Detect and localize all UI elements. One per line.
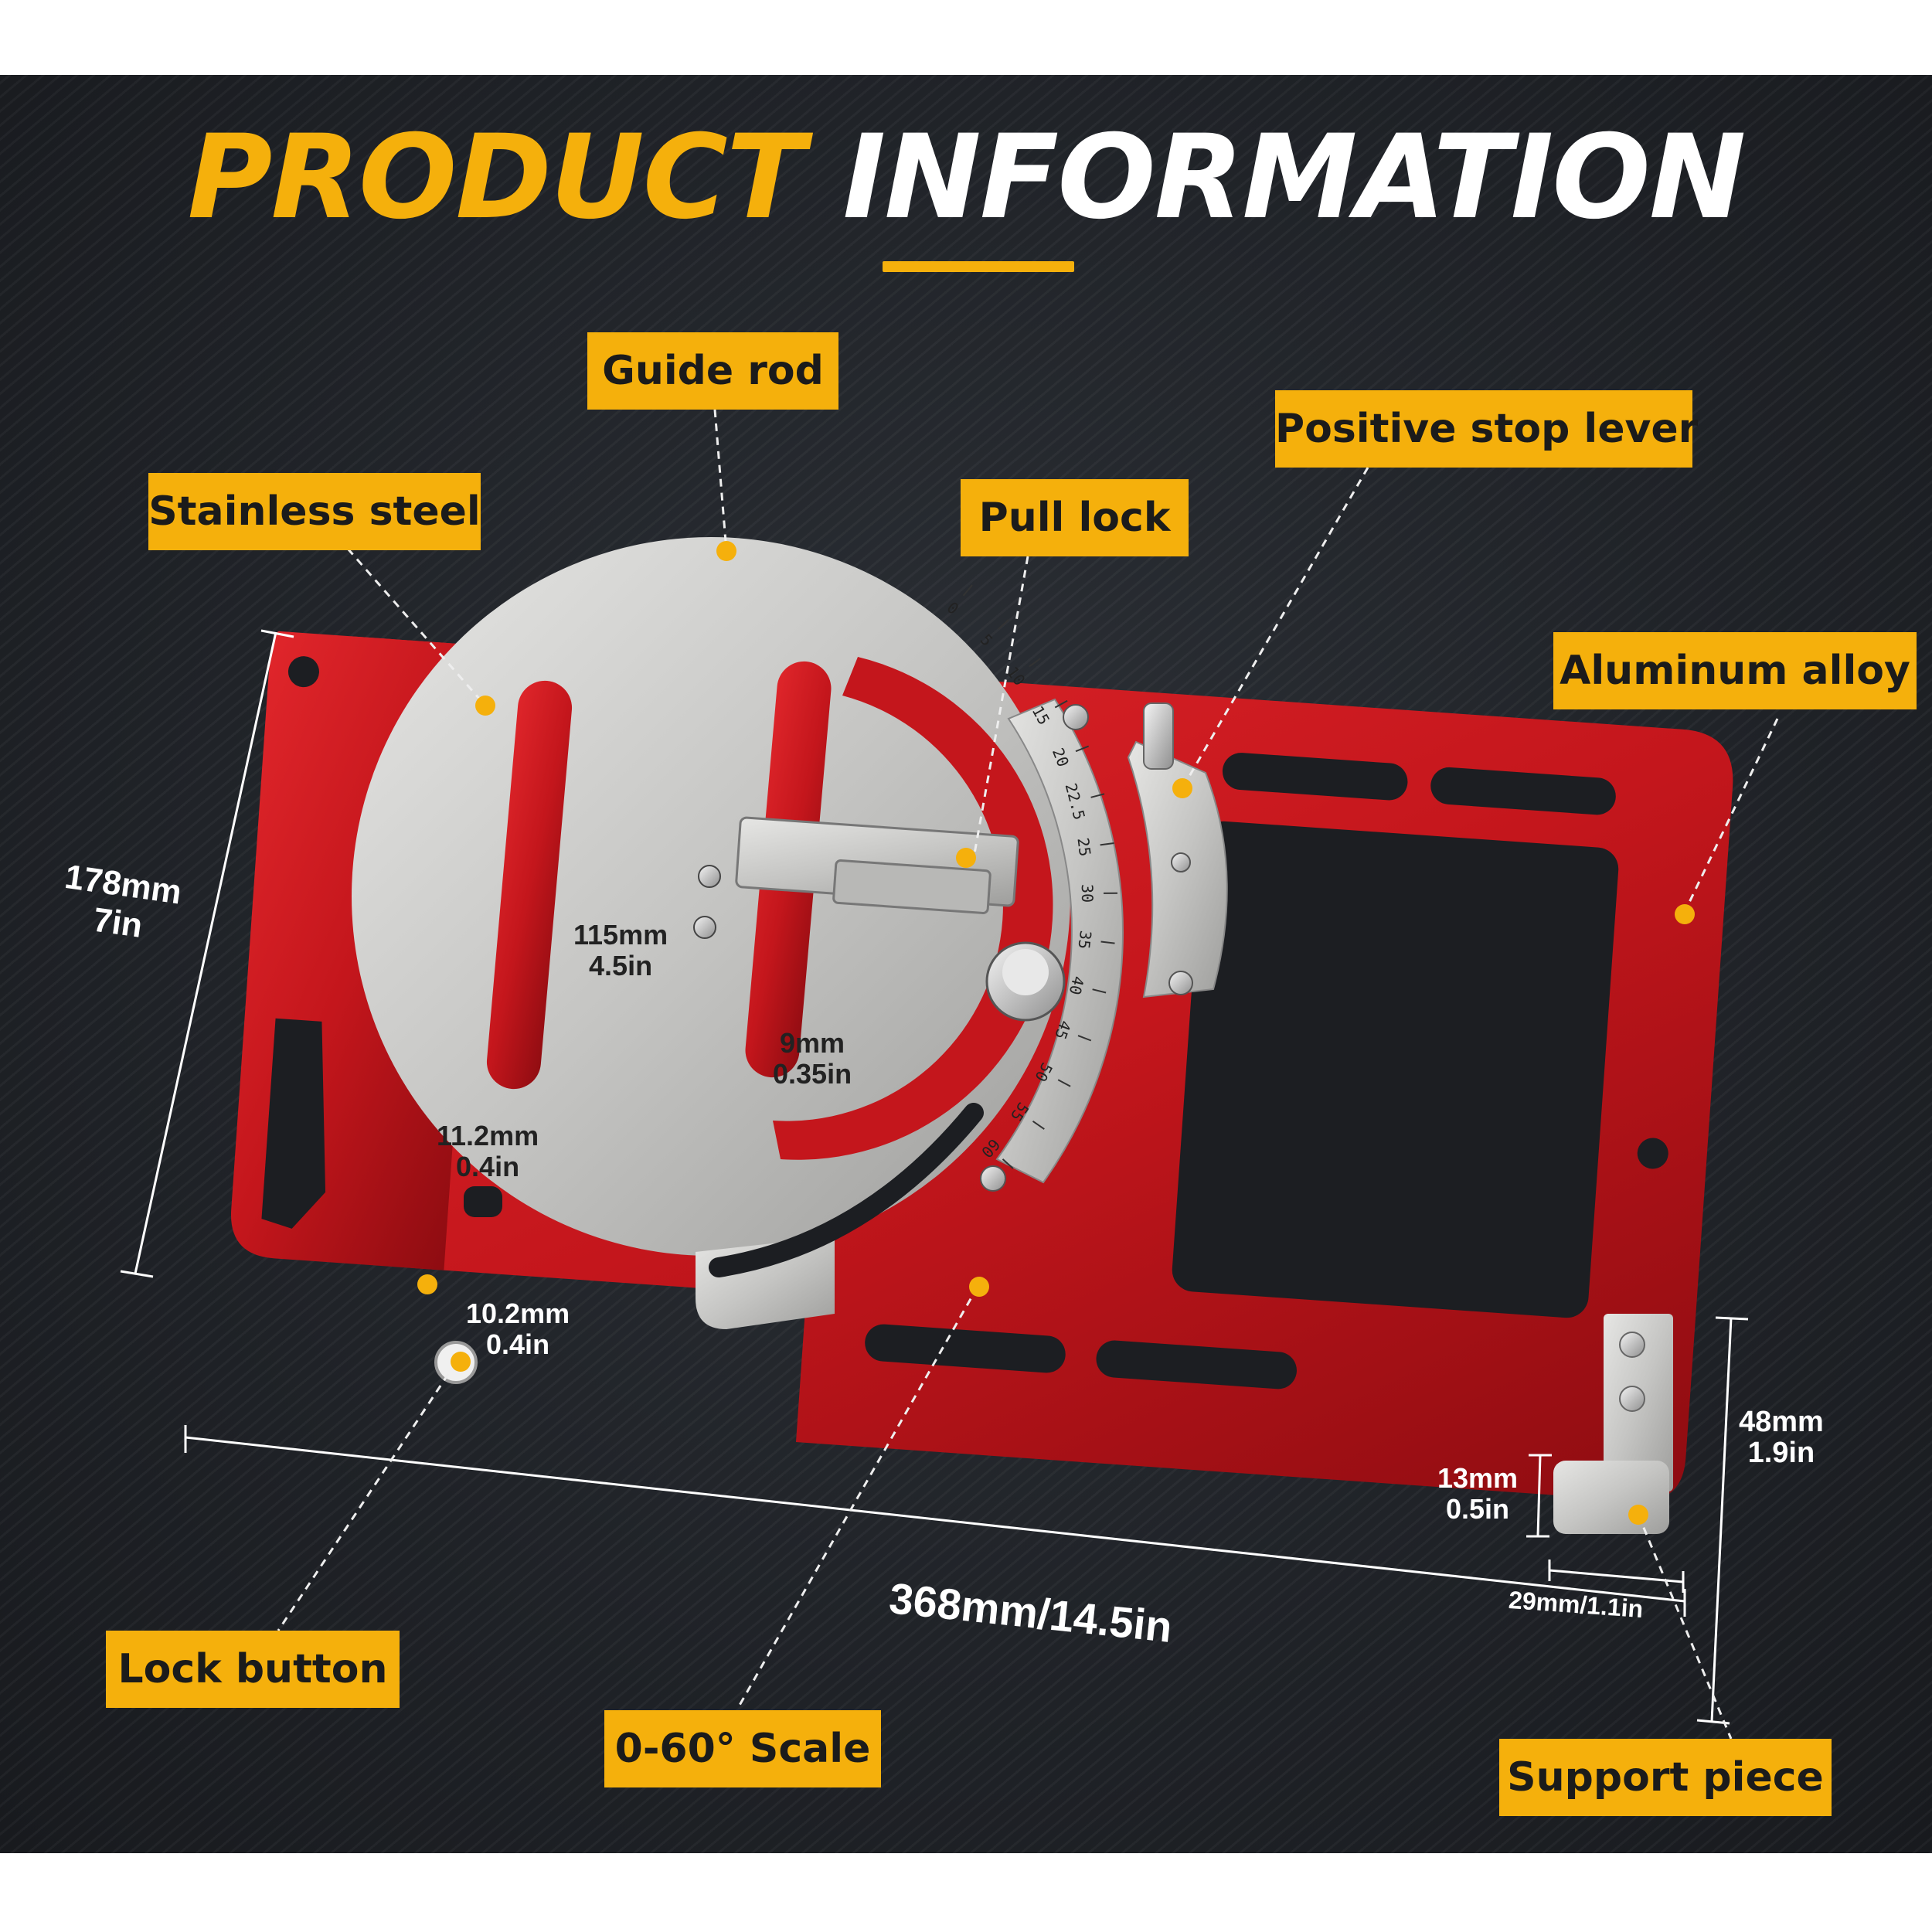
title-underline: [883, 261, 1074, 272]
scale-tick-label: 5: [977, 631, 997, 650]
callout-pull-lock: Pull lock: [961, 479, 1189, 556]
scale-tick-mark: [1077, 1035, 1092, 1042]
dot-stainless-steel: [475, 696, 495, 716]
scale-tick-mark: [1090, 793, 1105, 798]
dim-hook: 10.2mm 0.4in: [466, 1298, 570, 1360]
scale-tick-mark: [1002, 1158, 1014, 1169]
scale-tick-mark: [1100, 842, 1114, 846]
dot-aluminum-alloy: [1675, 904, 1695, 924]
callout-aluminum-alloy: Aluminum alloy: [1553, 632, 1917, 709]
scale-tick-label: 0: [944, 598, 963, 618]
frame-slot: [1096, 1340, 1297, 1389]
callout-support-piece: Support piece: [1499, 1739, 1832, 1816]
callout-guide-rod: Guide rod: [587, 332, 838, 410]
scale-tick-mark: [998, 619, 1009, 630]
page-title: PRODUCT INFORMATION: [0, 112, 1932, 243]
lock-notch: [464, 1186, 502, 1217]
scale-tick-mark: [1029, 658, 1041, 668]
scale-tick-label: 25: [1073, 837, 1094, 858]
dim-height: 178mm 7in: [62, 857, 184, 945]
callout-dots: [417, 541, 1695, 1525]
scale-tick-label: 30: [1078, 884, 1097, 903]
scale-tick-mark: [1100, 940, 1115, 944]
stainless-steel-disk: [352, 537, 1070, 1329]
frame-hole: [287, 656, 319, 688]
positive-stop-lever: [1127, 702, 1228, 998]
scale-tick-label: 35: [1074, 930, 1095, 951]
dot-lock-button: [451, 1352, 471, 1372]
dot-pull-lock: [956, 848, 976, 868]
frame-slot: [1222, 753, 1408, 801]
frame-slot: [1430, 767, 1616, 815]
dot-scale: [969, 1277, 989, 1297]
arc-slot: [773, 657, 1053, 1160]
lower-arc-slot: [709, 1103, 984, 1277]
callout-lock-button: Lock button: [106, 1631, 400, 1708]
dot-guide-rod: [716, 541, 736, 561]
callout-positive-stop-lever: Positive stop lever: [1275, 390, 1698, 468]
scale-tick-mark: [1057, 1079, 1071, 1087]
dimension-lines: [120, 629, 1749, 1725]
dim-notch: 11.2mm 0.4in: [437, 1120, 539, 1182]
frame-hook-cutout: [261, 1018, 326, 1229]
dot-frame-hook: [417, 1274, 437, 1294]
dot-positive-stop-lever: [1172, 778, 1192, 798]
leader-lines: [277, 409, 1779, 1740]
scale-tick-mark: [1054, 699, 1068, 709]
dim-slot-length: 115mm 4.5in: [573, 919, 668, 981]
guide-rod-left: [486, 680, 573, 1090]
dim-support-height: 48mm 1.9in: [1739, 1406, 1824, 1469]
callout-scale: 0-60° Scale: [604, 1710, 881, 1787]
scale-tick-mark: [1092, 988, 1107, 994]
scale-tick-mark: [1032, 1120, 1045, 1130]
title-part-product: PRODUCT: [187, 111, 806, 245]
scale-tick-mark: [962, 584, 973, 597]
scale-tick-label: 40: [1066, 975, 1088, 997]
frame-hole: [1637, 1138, 1668, 1169]
title-part-information: INFORMATION: [842, 111, 1746, 245]
dim-slot-width: 9mm 0.35in: [773, 1027, 852, 1090]
scale-tick-mark: [1075, 745, 1090, 753]
dot-support-piece: [1628, 1505, 1648, 1525]
dim-support-thickness: 13mm 0.5in: [1437, 1462, 1519, 1525]
callout-stainless-steel: Stainless steel: [148, 473, 481, 550]
frame-slot: [865, 1324, 1066, 1373]
frame-window: [1172, 821, 1619, 1318]
